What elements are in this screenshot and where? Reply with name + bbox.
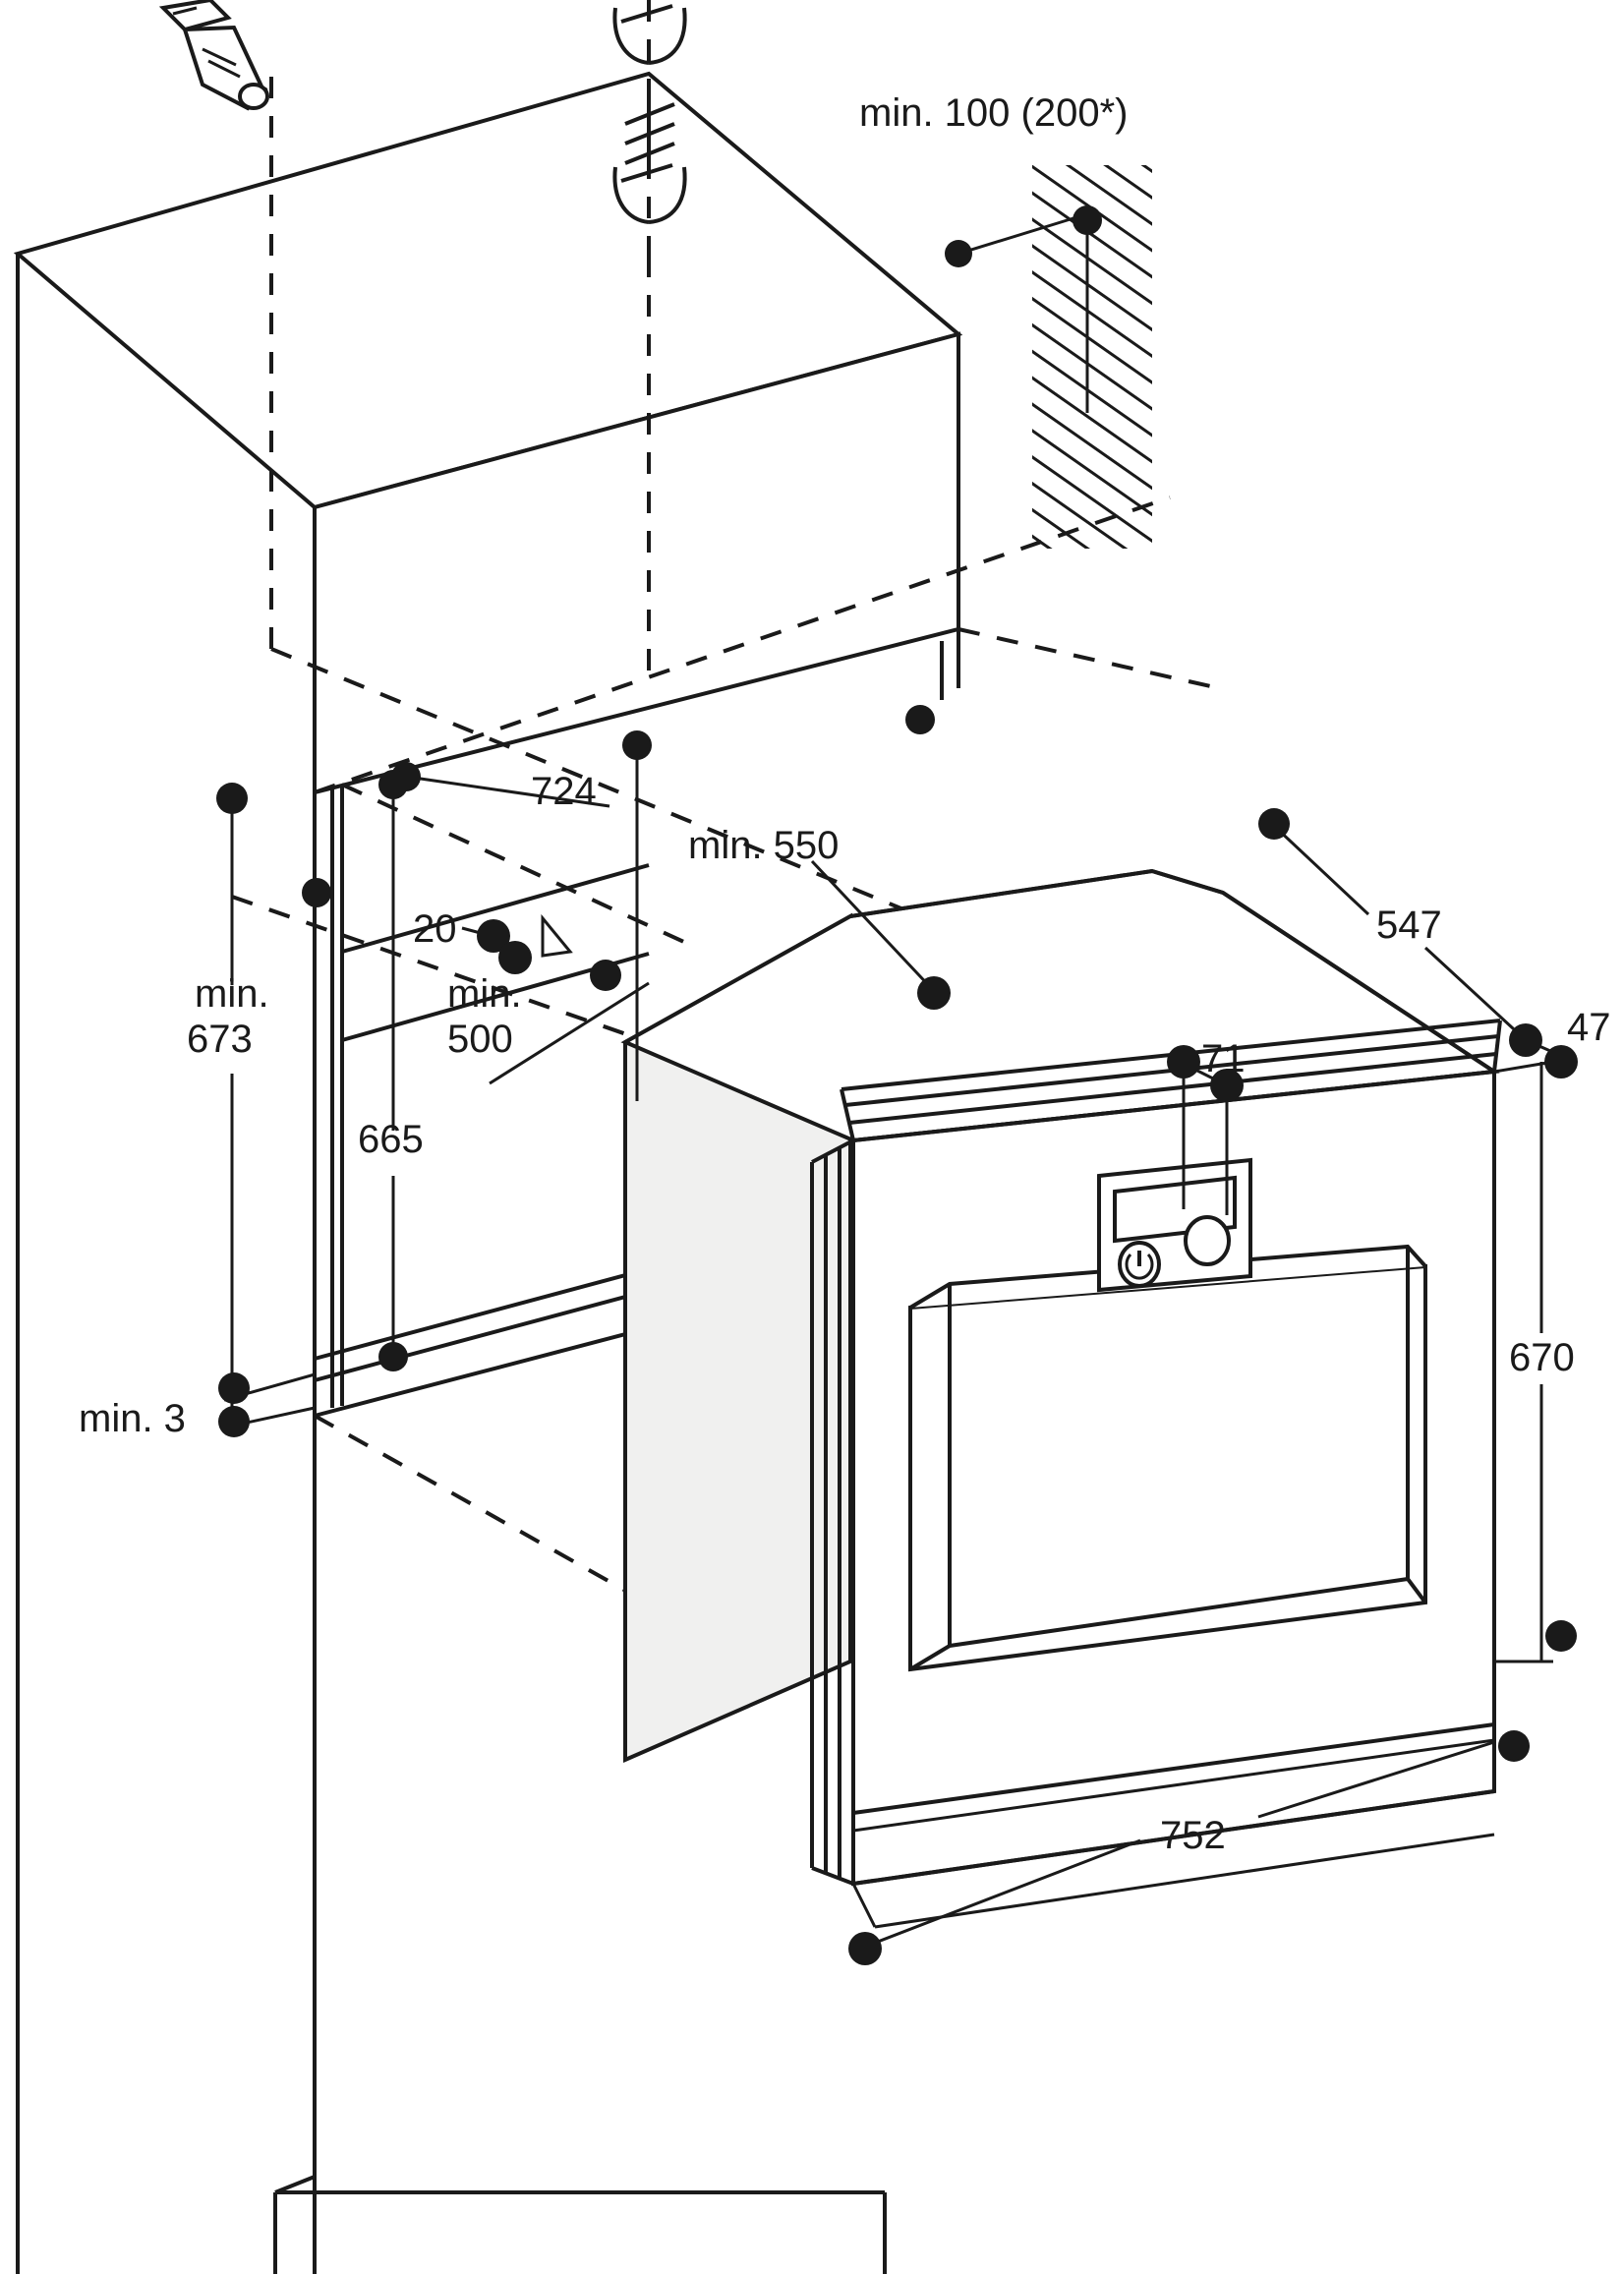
power-symbol-icon[interactable]	[1118, 1241, 1161, 1288]
label-appliance-depth-547: 547	[1376, 904, 1442, 947]
cable-icon	[612, 4, 687, 224]
label-min-673-line1: min.	[195, 972, 269, 1016]
label-min-500-line2: 500	[447, 1018, 513, 1061]
label-panel-height-71: 71	[1201, 1037, 1246, 1080]
rotary-knob-icon[interactable]	[1184, 1215, 1231, 1266]
label-min-673-line2: 673	[187, 1018, 253, 1061]
plug-icon	[158, 0, 269, 111]
label-front-overhang-47: 47	[1567, 1006, 1611, 1049]
oven-appliance	[620, 868, 1502, 1929]
cabinet-carcass	[13, 71, 963, 2274]
dimension-endpoints	[216, 205, 1578, 1965]
label-appliance-height-670: 670	[1509, 1336, 1575, 1379]
label-niche-height-724: 724	[531, 770, 597, 813]
dimension-labels: min. 100 (200*) 724 min. 550 20 min. 673…	[79, 91, 1611, 1857]
label-gap-20: 20	[413, 907, 457, 951]
dimension-leaders	[223, 216, 1558, 1949]
label-base-clearance-min-3: min. 3	[79, 1397, 186, 1440]
label-clearance-top: min. 100 (200*)	[859, 91, 1128, 135]
label-niche-depth-min-550: min. 550	[688, 824, 839, 867]
label-min-500-line1: min.	[447, 972, 522, 1016]
control-panel[interactable]	[1097, 1157, 1252, 1293]
label-appliance-width-752: 752	[1160, 1814, 1226, 1857]
label-niche-665: 665	[358, 1118, 424, 1161]
